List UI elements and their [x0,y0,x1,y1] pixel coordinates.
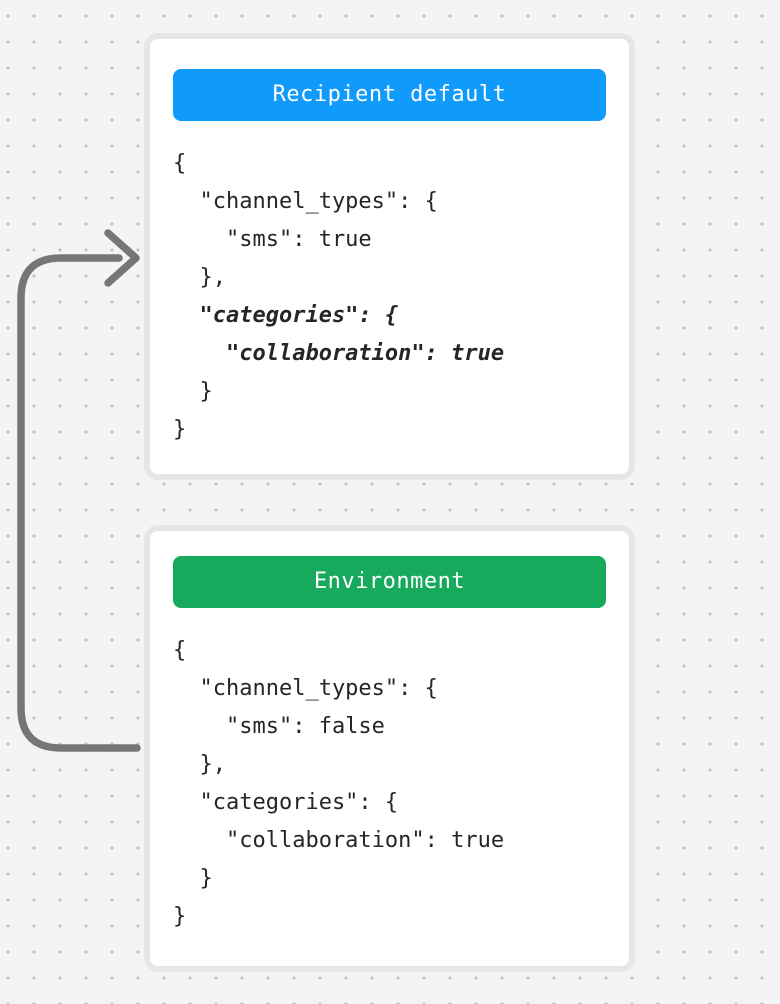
code-line: "collaboration": true [173,828,505,853]
arrowhead-icon [104,229,140,287]
card-recipient-default: Recipient default { "channel_types": { "… [144,33,635,480]
arrow-path [17,229,141,752]
card-header-recipient-default: Recipient default [173,69,606,121]
code-line: "sms": true [173,227,372,252]
code-block-recipient-default: { "channel_types": { "sms": true }, "cat… [173,145,621,449]
code-line: "categories": { [173,303,399,328]
code-line: "categories": { [173,790,399,815]
card-environment: Environment { "channel_types": { "sms": … [144,525,635,972]
code-line: } [173,866,213,891]
code-line: } [173,417,187,442]
code-line: "channel_types": { [173,189,438,214]
code-line: "sms": false [173,714,385,739]
code-line: { [173,151,187,176]
code-line: "collaboration": true [173,341,505,366]
code-line: "channel_types": { [173,676,438,701]
code-line: }, [173,752,226,777]
code-line: { [173,638,187,663]
code-line: } [173,904,187,929]
code-block-environment: { "channel_types": { "sms": false }, "ca… [173,632,621,936]
code-line: } [173,379,213,404]
code-line: }, [173,265,226,290]
card-header-environment: Environment [173,556,606,608]
